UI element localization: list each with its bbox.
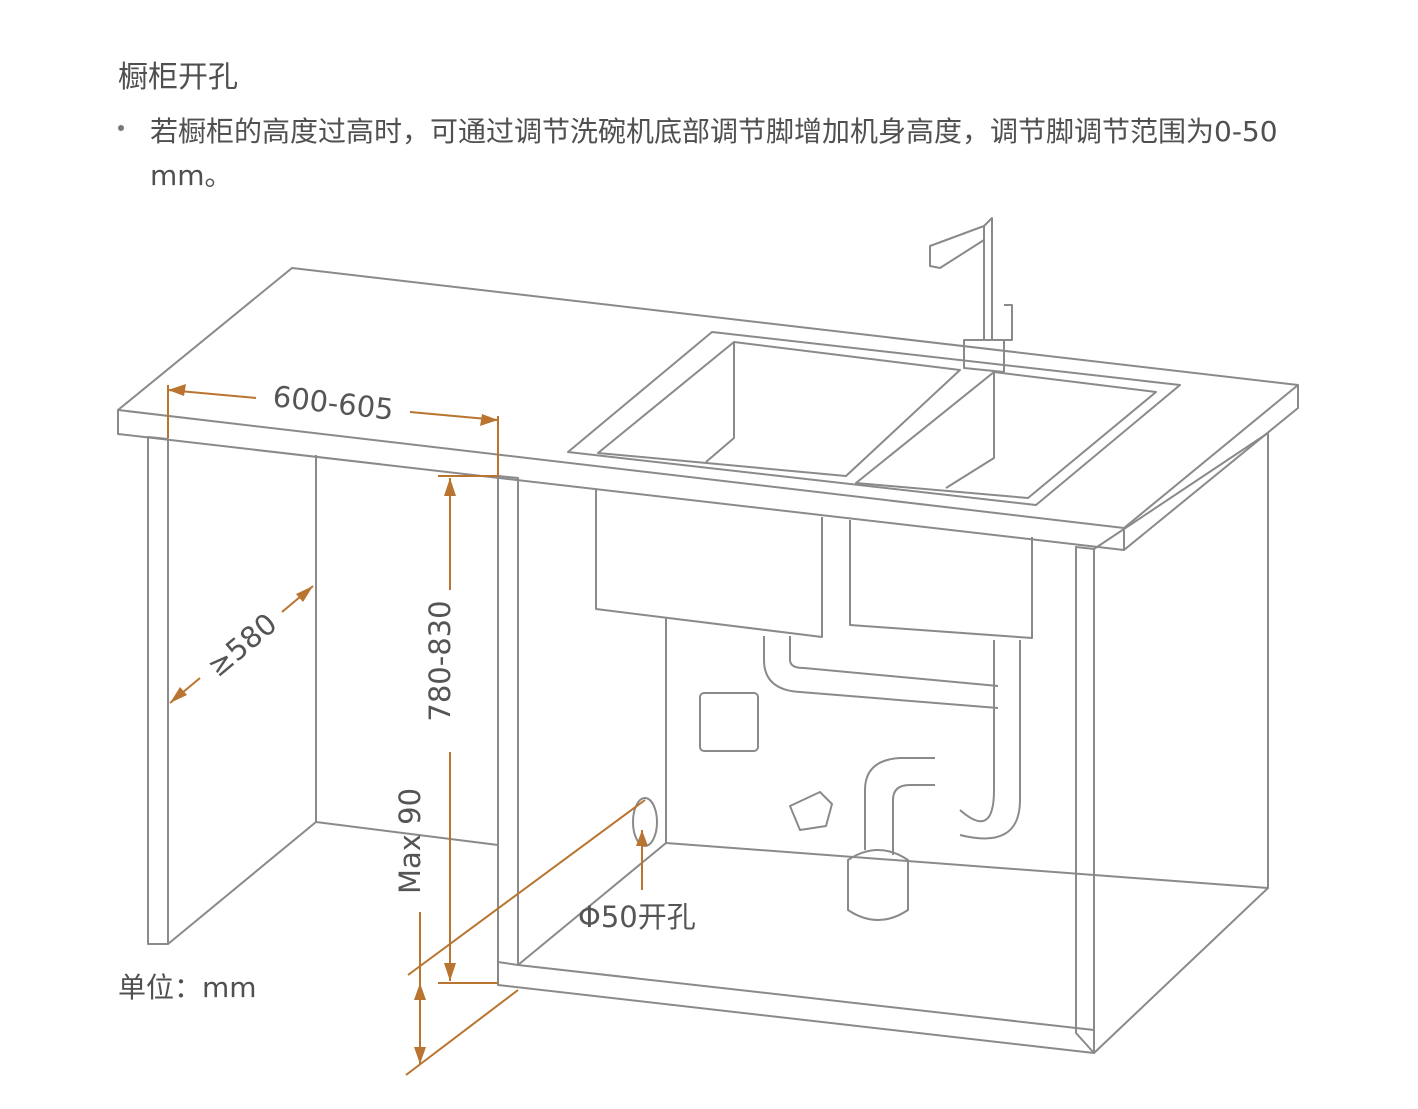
unit-label: 单位：mm (118, 971, 257, 1004)
drain-trap (864, 757, 935, 855)
section-title: 橱柜开孔 (118, 60, 238, 95)
arrow-height-top (444, 478, 456, 496)
power-outlet (699, 692, 759, 752)
countertop-side (1123, 385, 1299, 551)
arrow-width-right (480, 414, 498, 426)
arrow-max-top (414, 983, 426, 1000)
width-label: 600-605 (271, 379, 395, 427)
left-panel (147, 436, 169, 945)
max-height-label: Max 90 (393, 788, 427, 894)
sink-left-floor (705, 342, 735, 463)
right-cabinet-front (1075, 546, 1095, 1054)
sink-right-floor (945, 372, 995, 489)
sink-right-basin (855, 371, 1157, 499)
arrow-depth-bottom (170, 687, 187, 703)
left-inner-edge (315, 455, 499, 846)
water-valve (789, 791, 833, 831)
max-ext (405, 989, 519, 1076)
bullet-dot (118, 125, 124, 131)
drain-pipe-left (763, 636, 999, 709)
standpipe (847, 849, 909, 921)
right-cabinet-side (1093, 432, 1269, 1054)
cabinet-bottom-front (497, 962, 1095, 1054)
faucet (929, 217, 1013, 373)
countertop-front (117, 410, 1125, 551)
sink-left-basin (597, 341, 961, 477)
height-label: 780-830 (423, 600, 457, 721)
drain-pipe-right (959, 640, 1021, 840)
left-inner-back (167, 821, 317, 945)
arrow-depth-top (296, 586, 313, 602)
max-ext-2 (407, 799, 646, 976)
note-text: 若橱柜的高度过高时，可通过调节洗碗机底部调节脚增加机身高度，调节脚调节范围为0-… (150, 115, 1278, 192)
sink-bowl-right (849, 520, 1033, 639)
hole-label: Φ50开孔 (578, 900, 696, 934)
arrow-height-bottom (444, 963, 456, 981)
arrow-max-bottom (414, 1047, 426, 1064)
arrow-hole (636, 830, 648, 846)
sink-bowl-left (595, 489, 823, 638)
arrow-width-left (168, 384, 186, 396)
sink-rim (567, 331, 1181, 506)
opening-right-panel (497, 475, 519, 966)
depth-label: ≥580 (201, 606, 284, 683)
